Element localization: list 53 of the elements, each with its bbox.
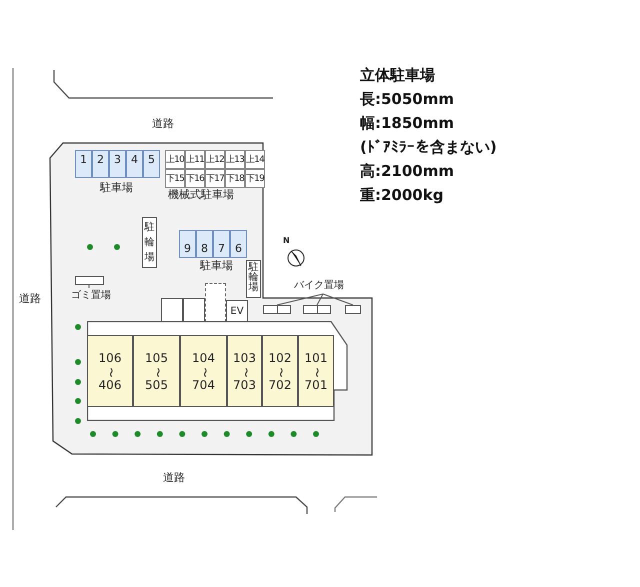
unit-block: 105 〜 505 <box>133 335 180 407</box>
mechanical-parking-space: 下16 <box>185 169 205 188</box>
spec-text: 高:2100mm <box>360 162 454 181</box>
spec-text: 重:2000kg <box>360 186 444 205</box>
mechanical-parking-space: 上10 <box>165 150 185 169</box>
area-label: バイク置場 <box>288 278 350 294</box>
unit-block: 102 〜 702 <box>262 335 298 407</box>
mechanical-parking-space: 下15 <box>165 169 185 188</box>
motorcycle-space <box>263 305 291 314</box>
entrance-box <box>161 298 183 322</box>
road-label: 道路 <box>163 470 185 485</box>
area-label: 機械式駐車場 <box>168 187 234 202</box>
unit-block: 104 〜 704 <box>180 335 227 407</box>
road-label: 道路 <box>19 291 41 306</box>
mechanical-parking-space: 下17 <box>205 169 225 188</box>
mechanical-parking-space: 下18 <box>225 169 245 188</box>
elevator-box: EV <box>226 300 248 322</box>
spec-text: 幅:1850mm <box>360 114 454 133</box>
mechanical-parking-space: 上14 <box>245 150 265 169</box>
parking-space: 7 <box>213 230 230 258</box>
parking-space: 4 <box>126 150 143 178</box>
spec-text: (ﾄﾞｱﾐﾗｰを含まない) <box>360 138 497 157</box>
bicycle-parking-box: 駐輪場 <box>246 260 261 298</box>
parking-space: 2 <box>92 150 109 178</box>
unit-block: 103 〜 703 <box>227 335 262 407</box>
parking-space: 1 <box>75 150 92 178</box>
bicycle-parking-box: 駐輪場 <box>142 217 157 268</box>
parking-space: 3 <box>109 150 126 178</box>
leader-line <box>276 294 324 306</box>
entrance-box <box>183 298 205 322</box>
parking-space: 9 <box>179 230 196 258</box>
entrance-box <box>205 283 226 322</box>
parking-space: 8 <box>196 230 213 258</box>
mechanical-parking-space: 下19 <box>245 169 265 188</box>
area-label: 駐車場 <box>200 258 233 273</box>
mechanical-parking-space: 上13 <box>225 150 245 169</box>
apartment-building <box>87 321 348 421</box>
mechanical-parking-space: 上12 <box>205 150 225 169</box>
spec-text: 長:5050mm <box>360 90 454 109</box>
spec-heading: 立体駐車場 <box>360 66 435 85</box>
parking-space: 5 <box>143 150 160 178</box>
motorcycle-space <box>303 305 331 314</box>
parking-space: 6 <box>230 230 247 258</box>
leader-line <box>322 294 354 306</box>
compass-letter: N <box>283 236 290 245</box>
unit-block: 101 〜 701 <box>298 335 334 407</box>
road-label: 道路 <box>152 116 174 131</box>
area-label: 駐車場 <box>100 180 133 195</box>
motorcycle-space <box>345 305 361 314</box>
mechanical-parking-space: 上11 <box>185 150 205 169</box>
unit-block: 106 〜 406 <box>87 335 133 407</box>
garbage-area: ゴミ置場 <box>70 276 112 302</box>
leader-line <box>316 294 324 306</box>
